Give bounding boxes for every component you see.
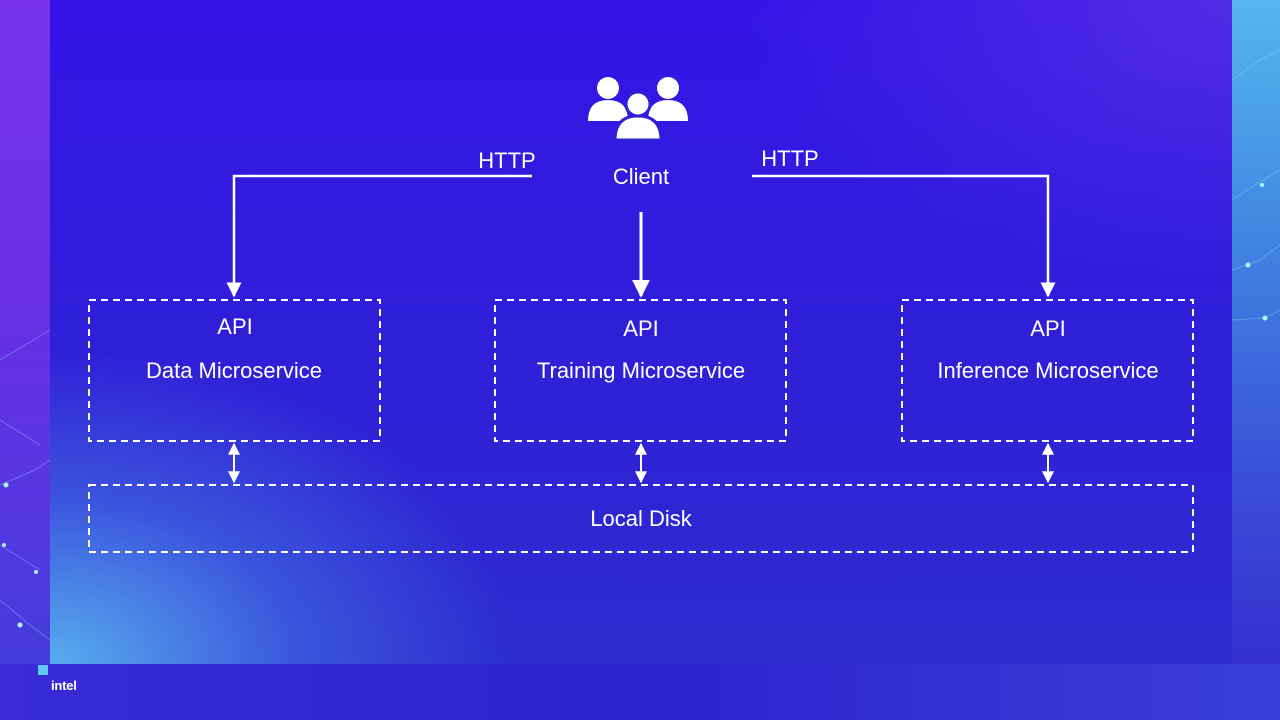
training-microservice-label: Training Microservice <box>536 358 746 383</box>
data-api-label: API <box>217 314 253 339</box>
inference-microservice-box <box>901 299 1194 442</box>
logo-accent-square <box>38 665 48 675</box>
inference-api-label: API <box>1030 316 1066 341</box>
training-microservice-box <box>494 299 787 442</box>
http-label-right: HTTP <box>761 146 819 171</box>
training-api-label: API <box>623 316 659 341</box>
local-disk-box <box>88 484 1194 553</box>
client-label: Client <box>612 164 670 189</box>
data-microservice-box <box>88 299 381 442</box>
left-decor-strip <box>0 0 50 720</box>
bottom-decor-strip <box>0 664 1280 720</box>
right-decor-strip <box>1232 0 1280 720</box>
http-label-left: HTTP <box>478 148 536 173</box>
http-connector-left <box>226 174 532 298</box>
users-group-icon <box>588 77 688 142</box>
http-connector-right <box>752 174 1056 298</box>
local-disk-label: Local Disk <box>590 506 692 531</box>
inference-microservice-label: Inference Microservice <box>937 358 1159 383</box>
intel-logo: intel <box>51 678 77 693</box>
data-microservice-label: Data Microservice <box>145 358 323 383</box>
